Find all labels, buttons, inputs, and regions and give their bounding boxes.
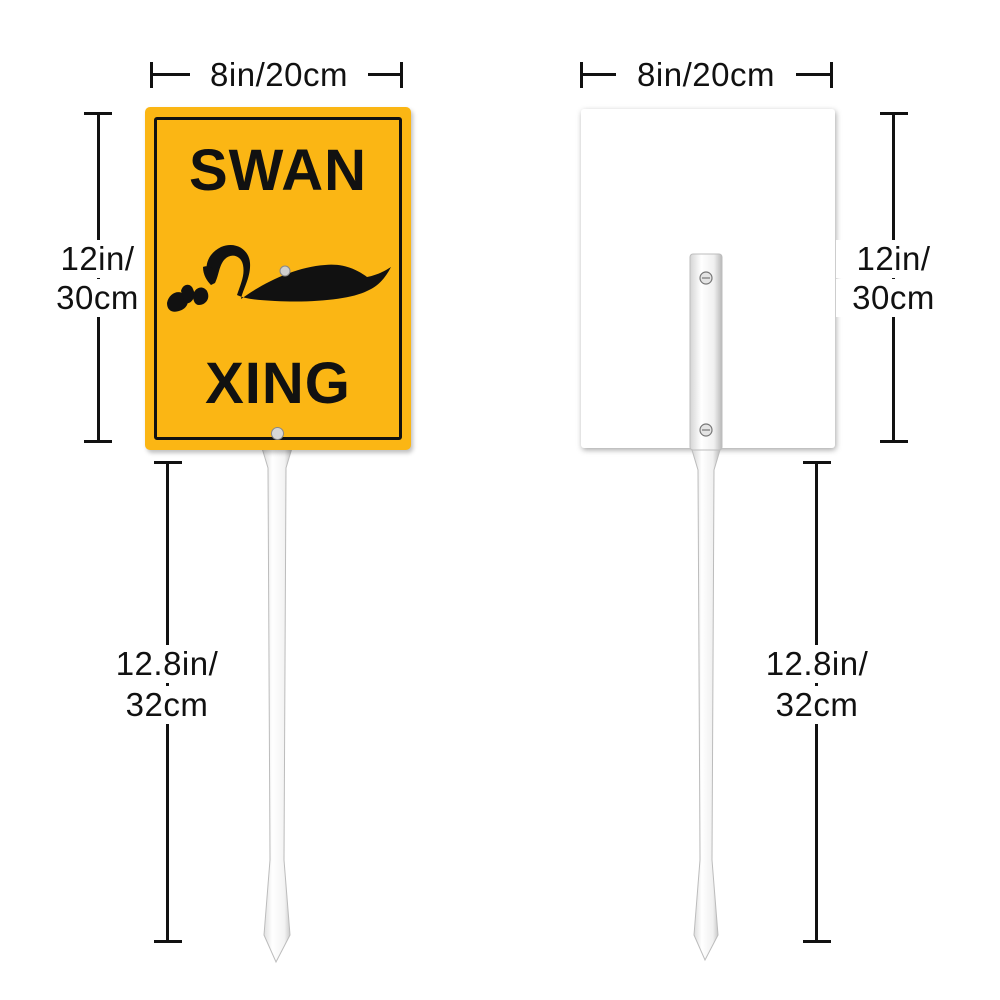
back-height-label-line2: 30cm (836, 279, 951, 317)
front-height-cap-bottom (84, 440, 112, 443)
sign-text-xing: XING (205, 351, 351, 416)
front-bolt-bottom (271, 427, 284, 440)
back-width-label: 8in/20cm (616, 56, 796, 94)
front-height-label-line2: 30cm (40, 279, 155, 317)
back-width-line-right (796, 73, 832, 76)
front-stake-label-line1: 12.8in/ (104, 645, 230, 683)
sign-text-swan: SWAN (189, 138, 367, 203)
back-stake-label-line1: 12.8in/ (754, 645, 880, 683)
back-height-cap-bottom (880, 440, 908, 443)
front-stake-label-line2: 32cm (104, 686, 230, 724)
back-height-label-line1: 12in/ (836, 240, 951, 278)
front-width-line-left (150, 73, 190, 76)
back-width-cap-right (830, 62, 833, 88)
front-height-label-line1: 12in/ (40, 240, 155, 278)
front-width-line-right (368, 73, 402, 76)
back-stake-cap-bottom (803, 940, 831, 943)
front-width-cap-right (400, 62, 403, 88)
back-stake-label-line2: 32cm (754, 686, 880, 724)
front-stake-cap-bottom (154, 940, 182, 943)
swan-silhouette-icon (167, 244, 391, 312)
back-width-line-left (580, 73, 616, 76)
front-width-label: 8in/20cm (190, 56, 368, 94)
swan-xing-sign-front: SWAN XING (145, 107, 411, 450)
